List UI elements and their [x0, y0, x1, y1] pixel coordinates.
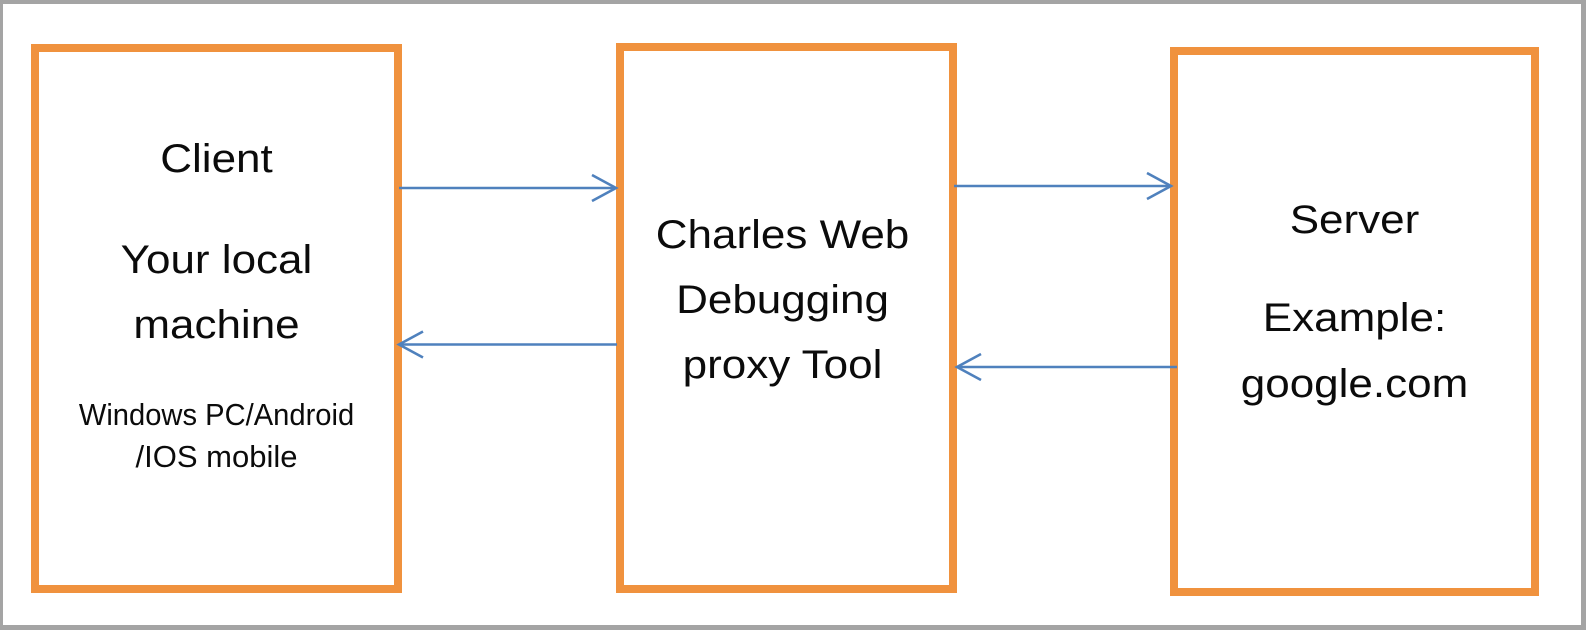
server-title: Server: [1289, 198, 1420, 242]
proxy-title-line2: Debugging: [676, 278, 889, 322]
node-server: Server Example: google.com: [1170, 47, 1539, 596]
client-detail-line1: Windows PC/Android: [78, 397, 355, 432]
server-example-host: google.com: [1240, 362, 1469, 406]
client-title: Client: [160, 137, 273, 181]
arrow-proxy-to-client-icon: [396, 330, 617, 359]
proxy-title-line1: Charles Web: [655, 213, 910, 257]
arrow-server-to-proxy-icon: [954, 352, 1177, 382]
client-detail-line2: /IOS mobile: [135, 439, 298, 474]
client-subtitle-line1: Your local: [120, 238, 313, 282]
arrow-proxy-to-server-icon: [954, 171, 1174, 201]
arrow-client-to-proxy-icon: [399, 173, 619, 203]
client-subtitle-line2: machine: [133, 303, 300, 347]
server-example-label: Example:: [1262, 296, 1447, 340]
node-proxy: Charles Web Debugging proxy Tool: [616, 43, 957, 593]
node-client: Client Your local machine Windows PC/And…: [31, 44, 402, 593]
proxy-title-line3: proxy Tool: [682, 343, 883, 387]
